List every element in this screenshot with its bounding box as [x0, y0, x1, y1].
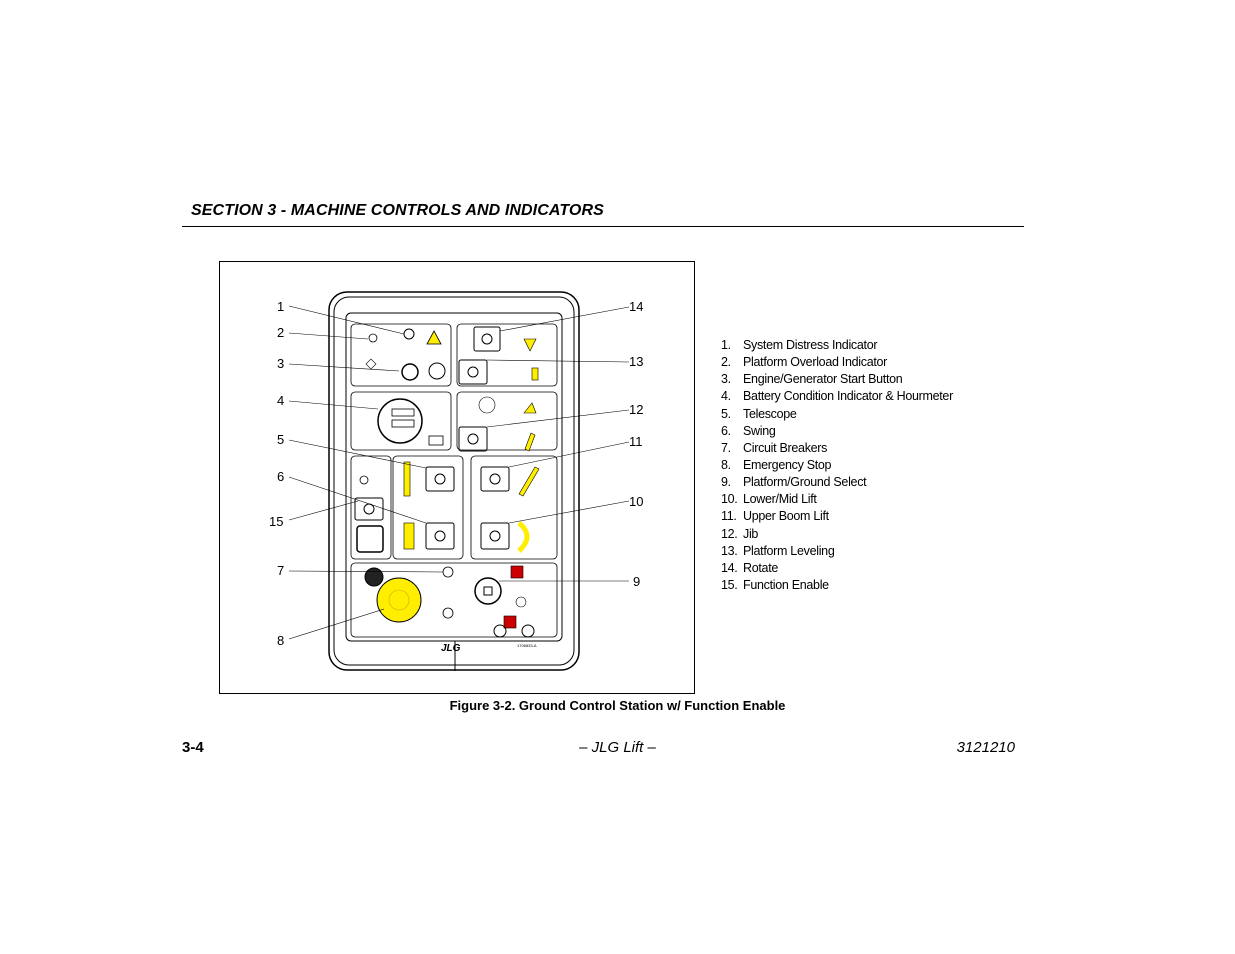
legend-item: 11.Upper Boom Lift — [721, 509, 829, 524]
legend-item: 3.Engine/Generator Start Button — [721, 372, 903, 387]
panel-part-number: 1706833-A — [517, 643, 537, 648]
callout-11: 11 — [629, 434, 643, 449]
legend-item: 8.Emergency Stop — [721, 457, 832, 472]
emergency-stop-button[interactable] — [376, 577, 422, 623]
function-enable-switch[interactable] — [354, 497, 384, 521]
system-distress-indicator — [403, 328, 415, 340]
callout-2: 2 — [277, 325, 284, 340]
ignition-icon — [428, 362, 446, 380]
rotate-icon — [523, 338, 537, 352]
callout-14: 14 — [629, 299, 643, 314]
swing-icon — [403, 522, 415, 550]
callout-7: 7 — [277, 563, 284, 578]
lower-mid-lift-switch[interactable] — [480, 522, 510, 550]
legend-item: 7.Circuit Breakers — [721, 440, 828, 455]
callout-10: 10 — [629, 494, 643, 509]
page-number: 3-4 — [182, 739, 204, 756]
swing-switch[interactable] — [425, 522, 455, 550]
callout-8: 8 — [277, 633, 284, 648]
platform-ground-select-switch[interactable] — [474, 577, 502, 605]
legend-item: 2.Platform Overload Indicator — [721, 355, 888, 370]
legend-item: 15.Function Enable — [721, 577, 829, 592]
telescope-switch[interactable] — [425, 466, 455, 492]
ground-icon — [503, 615, 517, 629]
panel-inner-frame — [333, 296, 575, 666]
section-title: SECTION 3 - MACHINE CONTROLS AND INDICAT… — [191, 202, 604, 219]
battery-hourmeter-gauge — [377, 398, 423, 444]
circuit-breaker[interactable] — [364, 567, 384, 587]
legend-item: 13.Platform Leveling — [721, 543, 835, 558]
function-enable-icon — [356, 525, 384, 553]
lower-mid-lift-icon — [517, 521, 530, 553]
upper-boom-lift-icon — [518, 466, 540, 497]
callout-9: 9 — [633, 574, 640, 589]
legend-item: 14.Rotate — [721, 560, 779, 575]
jib-icon — [524, 432, 536, 452]
jib-switch[interactable] — [458, 426, 488, 452]
callout-3: 3 — [277, 356, 284, 371]
legend-item: 4.Battery Condition Indicator & Hourmete… — [721, 389, 953, 404]
legend-item: 5.Telescope — [721, 406, 797, 421]
battery-hourmeter-module — [350, 391, 452, 451]
callout-4: 4 — [277, 393, 284, 408]
callout-leader-lines — [288, 305, 630, 640]
platform-leveling-icon — [531, 367, 539, 381]
callout-12: 12 — [629, 402, 643, 417]
section-divider — [182, 226, 1024, 227]
figure-caption: Figure 3-2. Ground Control Station w/ Fu… — [449, 698, 786, 713]
ground-control-station-diagram: 1 2 3 4 5 6 15 7 8 14 13 12 11 10 9 JLG … — [269, 291, 643, 671]
legend-item: 12.Jib — [721, 526, 759, 541]
footer-title: – JLG Lift – — [579, 739, 656, 756]
engine-start-button[interactable] — [401, 363, 419, 381]
rotate-switch[interactable] — [473, 326, 501, 352]
legend-item: 10.Lower/Mid Lift — [721, 492, 817, 507]
warning-icon — [426, 330, 442, 345]
callout-15: 15 — [269, 514, 283, 529]
callout-5: 5 — [277, 432, 284, 447]
callout-13: 13 — [629, 354, 643, 369]
platform-leveling-switch[interactable] — [458, 359, 488, 385]
telescope-icon — [403, 461, 411, 497]
function-enable-module — [350, 455, 392, 560]
legend-item: 6.Swing — [721, 423, 776, 438]
battery-icon — [428, 435, 444, 446]
component-legend: 1.System Distress Indicator 2.Platform O… — [721, 337, 953, 594]
document-number: 3121210 — [956, 739, 1015, 756]
rotate-leveling-module — [456, 323, 558, 387]
panel-face — [345, 312, 563, 642]
panel-outer-frame — [328, 291, 580, 671]
figure-frame — [219, 261, 695, 694]
telescope-swing-module — [392, 455, 464, 560]
upper-boom-lift-switch[interactable] — [480, 466, 510, 492]
legend-item: 1.System Distress Indicator — [721, 338, 878, 352]
jib-module — [456, 391, 558, 451]
platform-icon — [510, 565, 524, 579]
boom-lift-module — [470, 455, 558, 560]
indicator-module — [350, 323, 452, 387]
callout-1: 1 — [277, 299, 284, 314]
jlg-logo: JLG — [441, 643, 461, 654]
legend-item: 9.Platform/Ground Select — [721, 475, 867, 490]
callout-6: 6 — [277, 469, 284, 484]
bottom-module — [350, 562, 558, 638]
